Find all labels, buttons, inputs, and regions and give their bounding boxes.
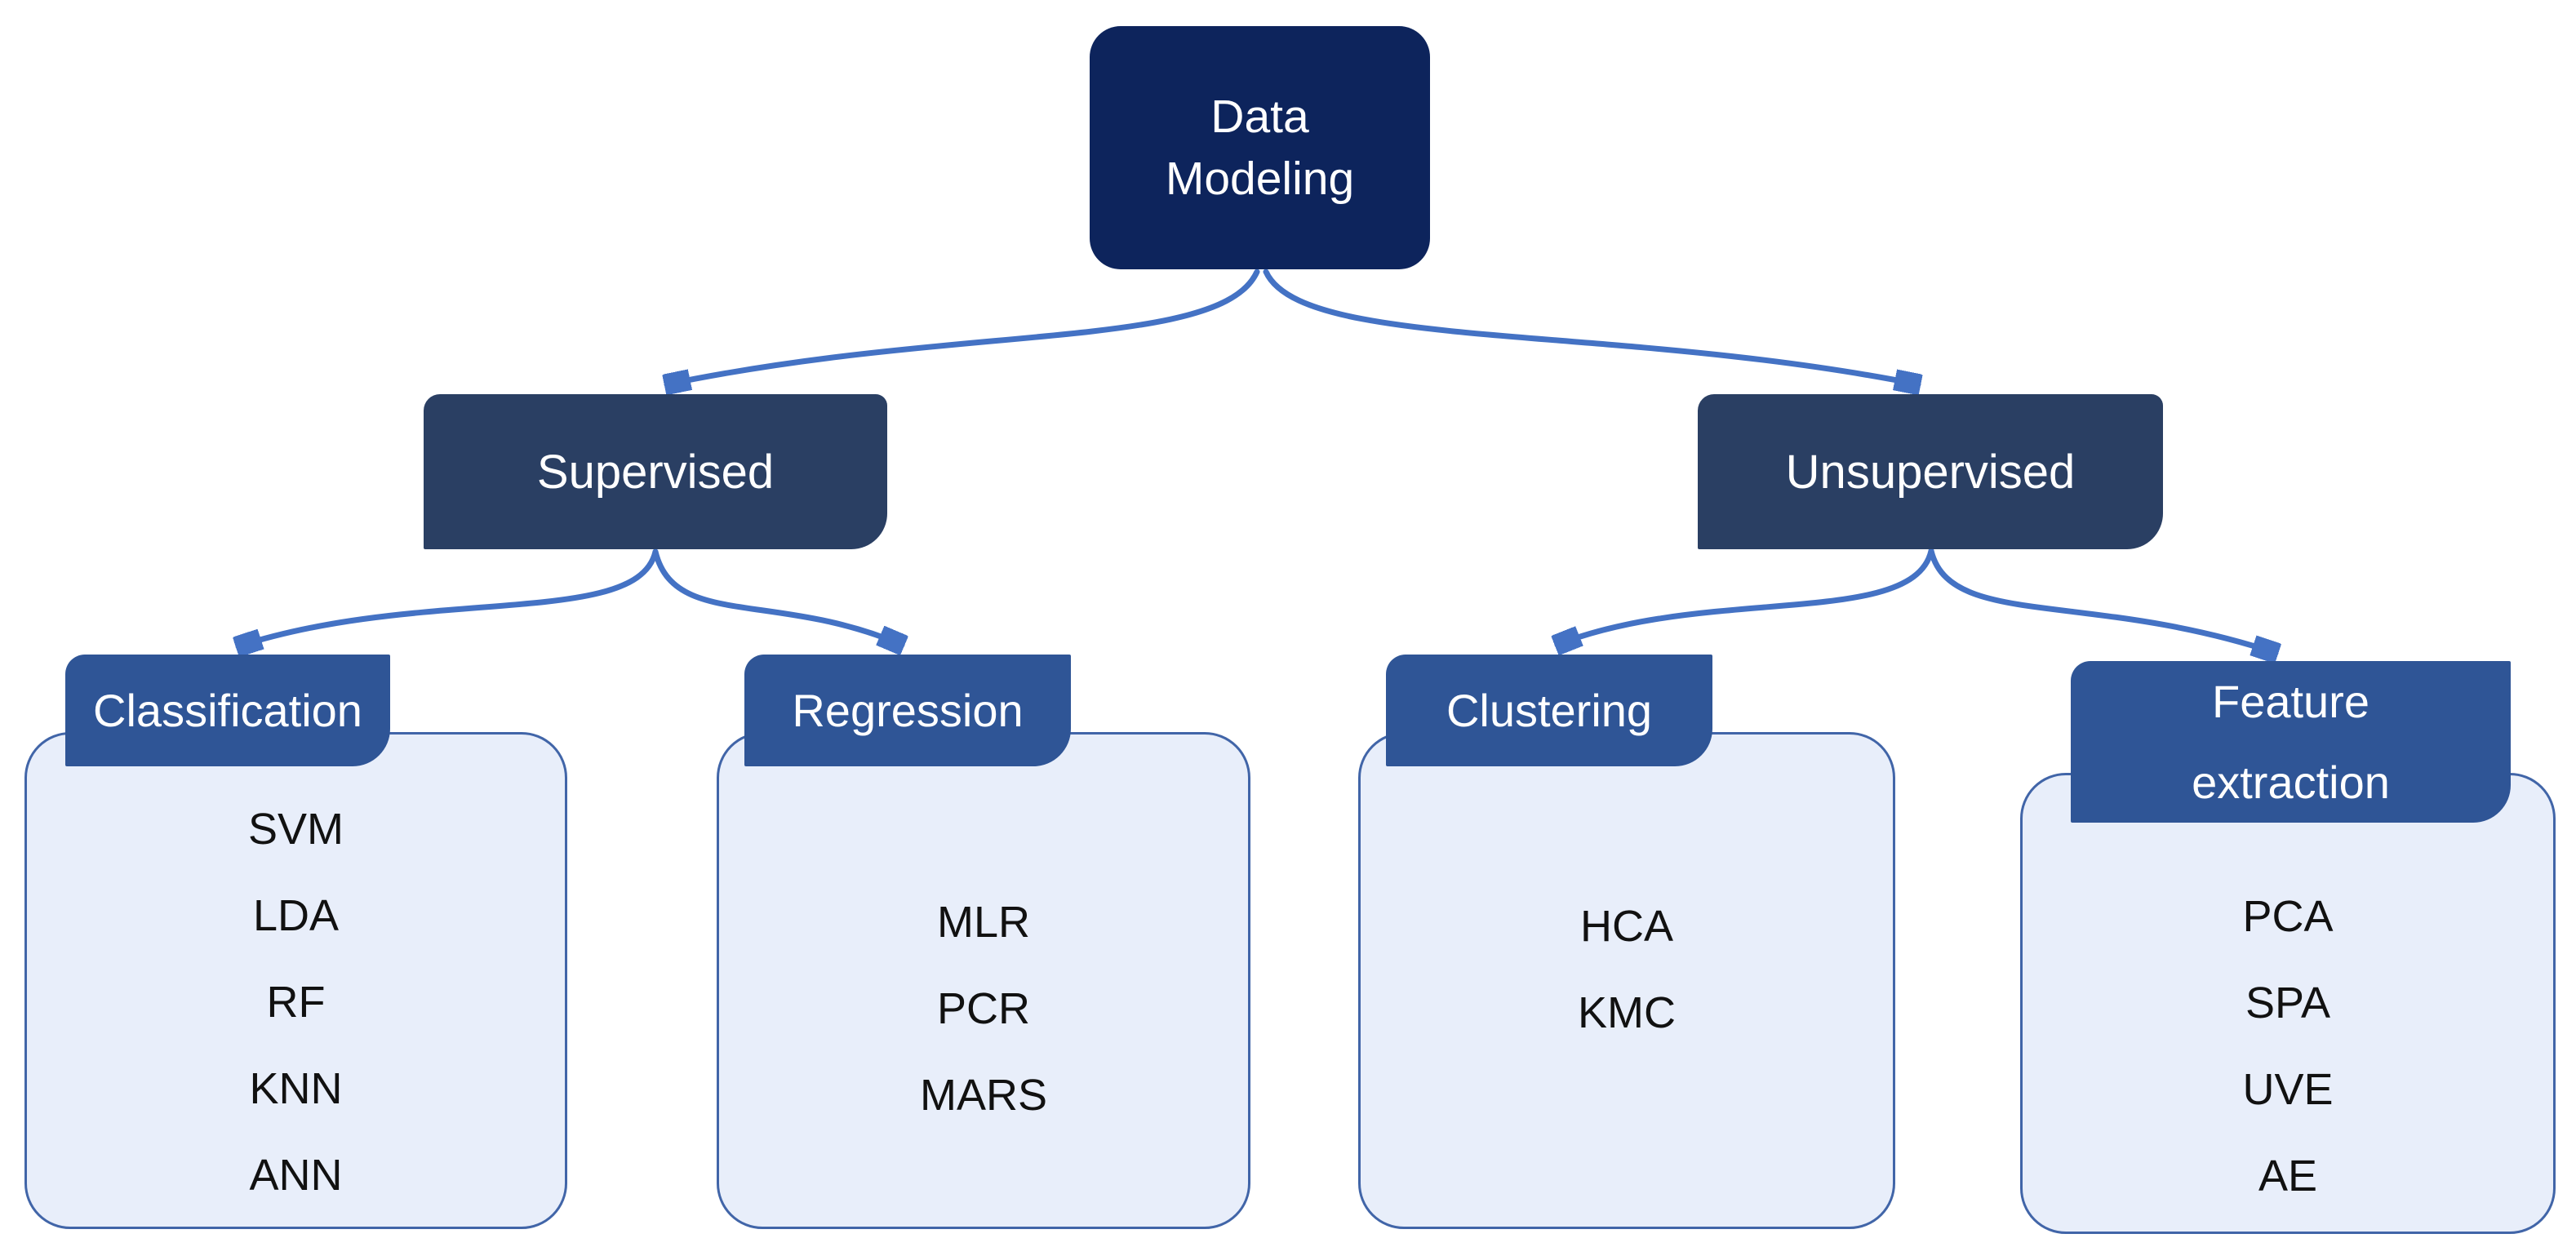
- method-item: SPA: [2245, 979, 2331, 1027]
- connector-root-unsupervised: [1263, 269, 1918, 384]
- feature-extraction-method-list: PCA SPA UVE AE: [2020, 873, 2556, 1219]
- connector-unsupervised-feature-extraction: [1928, 548, 2276, 653]
- method-item: KNN: [249, 1064, 343, 1113]
- method-item: SVM: [247, 805, 344, 854]
- method-item: RF: [266, 978, 326, 1027]
- feature-extraction-header: Feature extraction: [2071, 661, 2511, 823]
- method-item: AE: [2258, 1152, 2318, 1201]
- classification-header: Classification: [65, 655, 390, 766]
- method-item: PCR: [936, 984, 1030, 1033]
- regression-header: Regression: [744, 655, 1071, 766]
- method-item: UVE: [2242, 1065, 2334, 1114]
- clustering-header: Clustering: [1386, 655, 1712, 766]
- method-item: ANN: [249, 1151, 343, 1200]
- connector-unsupervised-clustering: [1557, 548, 1934, 645]
- node-supervised: Supervised: [424, 394, 887, 549]
- connector-supervised-classification: [238, 548, 659, 646]
- connector-root-supervised: [667, 269, 1260, 384]
- regression-method-list: MLR PCR MARS: [717, 879, 1250, 1138]
- method-item: HCA: [1579, 902, 1673, 951]
- connector-supervised-regression: [652, 548, 902, 645]
- node-unsupervised: Unsupervised: [1698, 394, 2163, 549]
- method-item: LDA: [252, 891, 340, 940]
- clustering-method-list: HCA KMC: [1358, 883, 1895, 1056]
- classification-container: [24, 732, 567, 1229]
- classification-method-list: SVM LDA RF KNN ANN: [24, 786, 567, 1218]
- method-item: MARS: [919, 1071, 1047, 1120]
- method-item: PCA: [2242, 892, 2334, 941]
- method-item: MLR: [936, 898, 1030, 947]
- feature-extraction-container: [2020, 773, 2556, 1234]
- clustering-container: [1358, 732, 1895, 1229]
- node-data-modeling: Data Modeling: [1090, 26, 1430, 269]
- method-item: KMC: [1578, 988, 1676, 1037]
